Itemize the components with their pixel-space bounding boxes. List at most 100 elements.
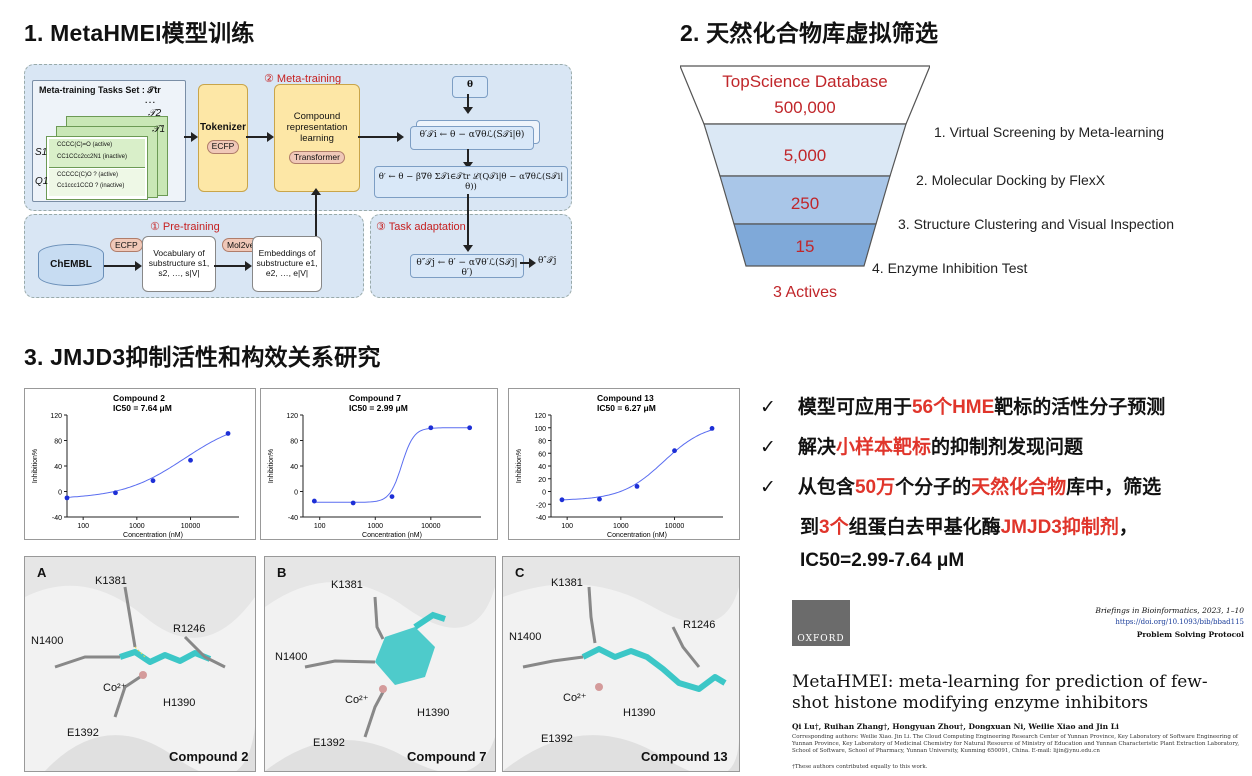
support-row-1: CCCC(C)=O (active)	[57, 142, 113, 148]
label-e1392-a: E1392	[67, 727, 99, 739]
funnel-level-4	[733, 223, 877, 267]
data-point	[113, 490, 118, 496]
arrow-vocab-embed	[214, 261, 252, 271]
query-row-2: Cc1ccc1CCO ? (inactive)	[57, 183, 125, 189]
y-tick-label: 0	[58, 490, 62, 497]
compound-repr-label: Compound representation learning	[286, 110, 348, 144]
docking-panel-b: B K1381 N1400 Co²⁺ H1390 E1392 Compound …	[264, 556, 496, 772]
arrow-inner-outer	[463, 149, 473, 169]
arrow-chembl-vocab	[104, 261, 142, 271]
query-set: Q1 CCCCC(C)O ? (active) Cc1ccc1CCO ? (in…	[35, 169, 145, 196]
label-r1246-a: R1246	[173, 623, 206, 635]
section-title-training: 1. MetaHMEI模型训练	[24, 20, 255, 46]
panel-letter-b: B	[277, 565, 287, 580]
bullet-4-text-c: ，	[1118, 517, 1138, 538]
check-icon: ✓	[760, 477, 776, 498]
doi-link[interactable]: https://doi.org/10.1093/bib/bbad115	[1115, 618, 1244, 626]
funnel-actives: 3 Actives	[772, 284, 838, 301]
bullet-1-text-a: 模型可应用于	[797, 397, 912, 418]
arrow-repr-formula	[358, 132, 404, 142]
data-point	[597, 496, 602, 502]
vocabulary-box: Vocabulary of substructure s1, s2, …, s|…	[142, 236, 216, 292]
funnel-step-3: 3. Structure Clustering and Visual Inspe…	[898, 216, 1175, 232]
label-e1392-b: E1392	[313, 737, 345, 749]
x-tick-label: 100	[314, 523, 326, 530]
arrow-adapt-out	[520, 258, 536, 268]
paper-citation: OXFORD Briefings in Bioinformatics, 2023…	[790, 598, 1246, 774]
y-tick-label: -40	[536, 515, 546, 522]
data-point	[634, 484, 640, 489]
compound-label-b: Compound 7	[407, 749, 487, 764]
bullet-4-text-a: 到	[800, 517, 820, 538]
x-axis-label: Concentration (nM)	[607, 532, 667, 539]
funnel-count-2: 5,000	[783, 146, 827, 165]
bullet-3-line-2: 到3个组蛋白去甲基化酶JMJD3抑制剂，	[800, 512, 1138, 539]
data-point	[428, 425, 434, 431]
tasks-dots: …	[144, 92, 156, 106]
bullet-4-text-b: 组蛋白去甲基化酶	[848, 517, 1001, 538]
x-axis-label: Concentration (nM)	[362, 532, 422, 539]
docking-panel-c: C K1381 R1246 N1400 Co²⁺ H1390 E1392 Com…	[502, 556, 740, 772]
label-n1400-b: N1400	[275, 651, 308, 663]
data-point	[559, 497, 565, 503]
fit-curve	[561, 429, 713, 501]
meta-training-label: ② Meta-training	[264, 73, 342, 85]
label-r1246-c: R1246	[683, 619, 716, 631]
data-point	[350, 500, 356, 506]
funnel-db-name: TopScience Database	[722, 72, 888, 91]
y-tick-label: 80	[290, 439, 298, 446]
task-card-front: S1 CCCC(C)=O (active) CC1CCc2cc2N1 (inac…	[35, 136, 148, 200]
label-k1381-c: K1381	[551, 577, 583, 589]
bullet-1-text-b: 靶标的活性分子预测	[994, 397, 1166, 418]
journal-name: Briefings in Bioinformatics, 2023, 1–10	[1095, 606, 1244, 615]
docking-panel-a: A K1381 R1246 N1400 Co²⁺ H1390 E1392 Com…	[24, 556, 256, 772]
bullet-4-highlight-2: JMJD3抑制剂	[1000, 517, 1119, 538]
funnel-step-1: 1. Virtual Screening by Meta-learning	[934, 124, 1165, 140]
docking-render-a	[25, 557, 255, 771]
bullet-3-text-a: 从包含	[797, 477, 855, 498]
tokenizer-label: Tokenizer	[200, 122, 246, 134]
metahmei-diagram: ② Meta-training ① Pre-training ③ Task ad…	[24, 64, 576, 298]
x-tick-label: 100	[561, 523, 573, 530]
ecfp-pill-2: ECFP	[110, 238, 143, 252]
query-row-1: CCCCC(C)O ? (active)	[57, 172, 119, 178]
chart-ic50: IC50 = 7.64 μM	[113, 403, 172, 413]
tokenizer-box: Tokenizer ECFP	[198, 84, 248, 192]
y-tick-label: 0	[542, 490, 546, 497]
query-label: Q1	[35, 176, 49, 187]
funnel-count-4: 15	[795, 237, 815, 256]
y-tick-label: 120	[50, 413, 62, 420]
support-label: S1	[35, 147, 48, 158]
y-tick-label: 120	[534, 413, 546, 420]
chart-ic50: IC50 = 2.99 μM	[349, 403, 408, 413]
x-tick-label: 1000	[367, 523, 383, 530]
bullet-2-highlight: 小样本靶标	[835, 437, 931, 458]
task-adaptation-label: ③ Task adaptation	[376, 221, 466, 233]
data-point	[188, 457, 193, 463]
adaptation-formula: θ″𝒯j ← θ′ − α∇θ′ℒ(S𝒯j|θ′)	[410, 254, 524, 278]
data-point	[311, 498, 317, 504]
y-tick-label: 80	[54, 439, 62, 446]
screening-funnel	[680, 65, 930, 267]
paper-note: †These authors contributed equally to th…	[792, 764, 928, 770]
funnel-step-4: 4. Enzyme Inhibition Test	[872, 260, 1028, 276]
bullet-1: ✓模型可应用于56个HME靶标的活性分子预测	[760, 392, 1165, 419]
arrow-theta-down	[463, 94, 473, 114]
x-tick-label: 10000	[665, 523, 685, 530]
funnel-count-3: 250	[790, 194, 820, 213]
label-n1400-a: N1400	[31, 635, 64, 647]
bullet-3-highlight-2: 天然化合物	[971, 477, 1067, 498]
data-point	[672, 448, 677, 454]
data-point	[150, 478, 156, 484]
y-axis-label: Inhibition%	[32, 449, 39, 483]
compound-label-c: Compound 13	[641, 749, 728, 764]
compound-repr-box: Compound representation learning Transfo…	[274, 84, 360, 192]
data-point	[709, 425, 715, 431]
y-tick-label: 0	[294, 490, 298, 497]
bullet-3-highlight-1: 50万	[854, 477, 896, 498]
outer-update-formula: θ′ ← θ − β∇θ Σ𝒯i∈𝒯tr ℒ(Q𝒯i|θ − α∇θℒ(S𝒯i|…	[374, 166, 568, 198]
chart-title: Compound 7	[349, 393, 401, 403]
adapted-theta: θ″𝒯j	[538, 256, 557, 266]
y-tick-label: 40	[290, 464, 298, 471]
